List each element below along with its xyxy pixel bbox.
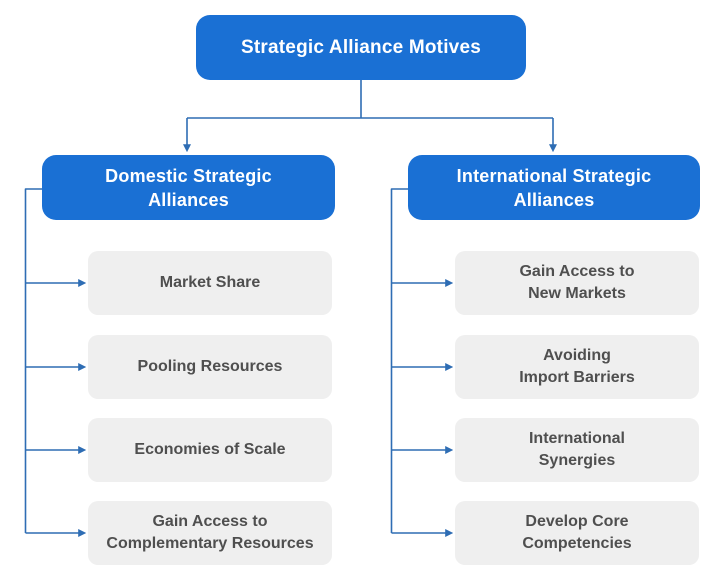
- leaf-label: Avoiding Import Barriers: [519, 347, 635, 386]
- leaf-domestic-economies-of-scale: Economies of Scale: [88, 418, 332, 482]
- leaf-label: Market Share: [159, 274, 261, 291]
- branch-domestic-label: Domestic Strategic Alliances: [105, 165, 272, 210]
- leaf-international-new-markets: Gain Access to New Markets: [455, 251, 699, 315]
- leaf-label: Pooling Resources: [137, 358, 283, 375]
- branch-international-label: International Strategic Alliances: [456, 165, 652, 210]
- leaf-label: Develop Core Competencies: [522, 513, 632, 552]
- connector-feeder-international: [390, 188, 408, 533]
- branch-node-international: International Strategic Alliances: [408, 155, 700, 220]
- leaf-label: Gain Access to Complementary Resources: [106, 513, 314, 552]
- root-node-label: Strategic Alliance Motives: [241, 36, 481, 58]
- leaf-domestic-complementary-resources: Gain Access to Complementary Resources: [88, 501, 332, 565]
- leaf-domestic-pooling-resources: Pooling Resources: [88, 335, 332, 399]
- leaf-international-synergies: International Synergies: [455, 418, 699, 482]
- leaf-label: International Synergies: [528, 430, 625, 469]
- leaf-label: Gain Access to New Markets: [519, 263, 635, 302]
- branch-node-domestic: Domestic Strategic Alliances: [42, 155, 335, 220]
- leaf-international-core-competencies: Develop Core Competencies: [455, 501, 699, 565]
- leaf-label: Economies of Scale: [134, 441, 286, 458]
- leaf-international-import-barriers: Avoiding Import Barriers: [455, 335, 699, 399]
- root-node: Strategic Alliance Motives: [196, 15, 526, 80]
- leaf-domestic-market-share: Market Share: [88, 251, 332, 315]
- connector-feeder-domestic: [24, 188, 42, 533]
